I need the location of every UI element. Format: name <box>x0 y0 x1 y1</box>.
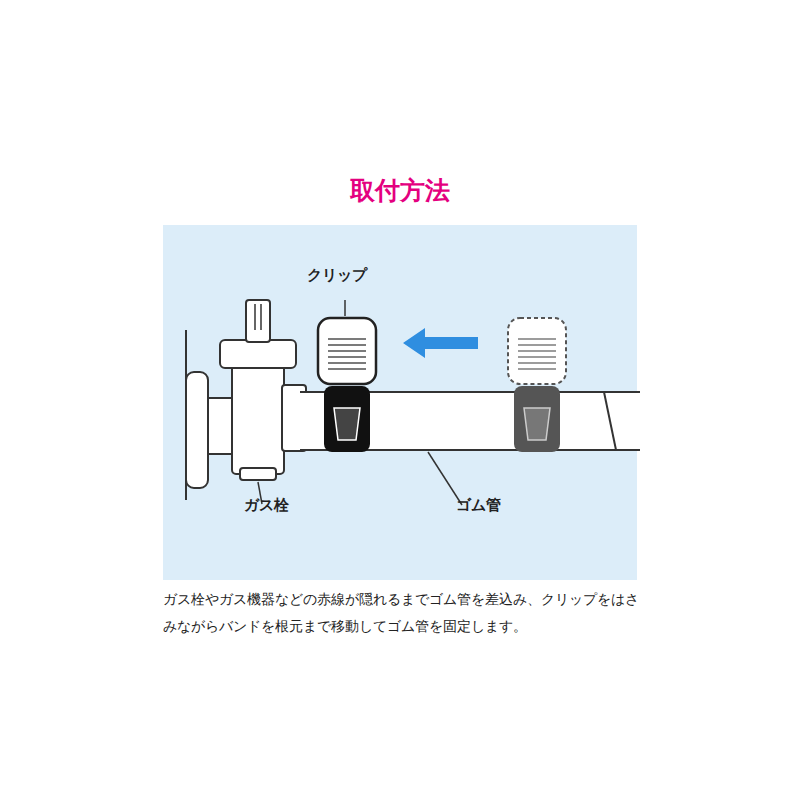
clip-band-before <box>514 386 560 452</box>
valve-body <box>232 362 284 474</box>
clip-band <box>324 386 370 452</box>
valve-stem <box>246 300 270 342</box>
caption: ガス栓やガス機器などの赤線が隠れるまでゴム管を差込み、クリップをはさみながらバン… <box>163 586 639 640</box>
part-label: クリップ <box>305 266 369 285</box>
part-label: ゴム管 <box>454 496 503 515</box>
valve-fitting <box>208 398 234 454</box>
title: 取付方法 <box>350 174 450 207</box>
wall-plate <box>186 372 208 488</box>
move-arrow <box>403 328 478 358</box>
clip-head-before <box>508 318 566 384</box>
part-label: ガス栓 <box>242 496 291 515</box>
clip-head <box>318 318 376 384</box>
valve-bottom <box>240 468 276 480</box>
leader-line <box>344 300 346 316</box>
valve-cap <box>220 340 296 368</box>
